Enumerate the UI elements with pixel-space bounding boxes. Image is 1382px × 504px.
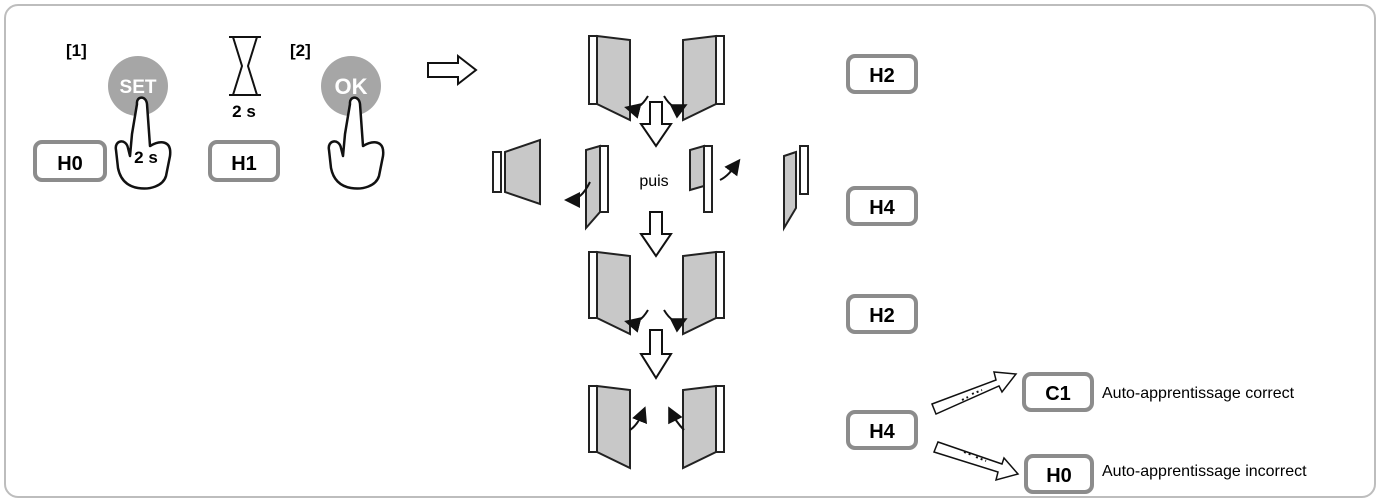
display-h0-failure: H0 [1024, 454, 1094, 494]
display-h1: H1 [208, 140, 280, 182]
gates-opening-row-2: puis [492, 138, 809, 232]
correct-label: Auto-apprentissage correct [1102, 385, 1295, 402]
hourglass-icon [229, 36, 261, 96]
svg-text:H0: H0 [1046, 465, 1072, 487]
diagram-frame [4, 4, 1376, 498]
incorrect-label: Auto-apprentissage incorrect [1102, 463, 1307, 480]
svg-text:H4: H4 [869, 197, 895, 219]
display-h4-final: H4 [846, 410, 918, 450]
down-arrow-icon [639, 101, 673, 148]
svg-text:H4: H4 [869, 421, 895, 443]
display-h4-first: H4 [846, 186, 918, 226]
down-arrow-icon [639, 211, 673, 258]
display-h2-first: H2 [846, 54, 918, 94]
ok-button[interactable]: OK [321, 56, 381, 116]
down-arrow-icon [639, 329, 673, 380]
svg-text:H1: H1 [231, 153, 257, 175]
gates-closing-row-3 [588, 250, 725, 336]
display-c1-success: C1 [1022, 372, 1094, 412]
then-label: puis [639, 173, 668, 190]
hand-press-icon [114, 96, 172, 190]
step-2-label: [2] [290, 41, 311, 60]
svg-text:H2: H2 [869, 65, 895, 87]
svg-text:H2: H2 [869, 305, 895, 327]
success-arrow-icon [931, 371, 1018, 416]
hand-press-icon [327, 96, 385, 190]
failure-arrow-icon [933, 441, 1020, 482]
gates-closing-row-1 [588, 34, 725, 122]
svg-text:H0: H0 [57, 153, 83, 175]
svg-text:C1: C1 [1045, 383, 1071, 405]
set-button[interactable]: SET [108, 56, 168, 116]
next-arrow-icon [427, 53, 478, 87]
set-button-label: SET [120, 77, 157, 98]
wait-duration: 2 s [232, 102, 256, 121]
ok-button-label: OK [335, 74, 368, 99]
display-h0-start: H0 [33, 140, 107, 182]
hold-duration: 2 s [134, 148, 158, 167]
step-1-label: [1] [66, 41, 87, 60]
gates-opening-row-4 [588, 384, 725, 470]
display-h2-second: H2 [846, 294, 918, 334]
